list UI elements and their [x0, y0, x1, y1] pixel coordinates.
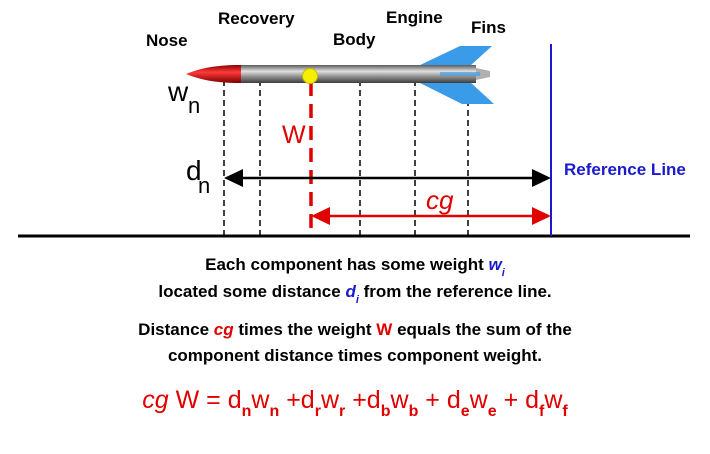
caption-distance-subscript: i [355, 294, 359, 306]
fin-upper [418, 46, 492, 66]
eq-sub-dn: n [241, 403, 252, 420]
cg-equation: cg W = dnwn +drwr +dbwb + dewe + dfwf [0, 386, 710, 421]
rocket [186, 46, 494, 104]
nozzle [476, 68, 490, 80]
eq-w-n: w [251, 386, 270, 414]
distance-arrow-dn [224, 169, 551, 187]
caption-line-3: Distance cg times the weight W equals th… [0, 320, 710, 340]
eq-plus-r: +d [286, 386, 315, 414]
equation-eq: = d [206, 386, 242, 414]
eq-w-r: w [320, 386, 340, 414]
caption-cg-symbol: cg [213, 320, 234, 339]
caption-line-2-text-a: located some distance [158, 282, 341, 301]
symbol-weight-W: W [282, 121, 306, 149]
caption-line-1-text: Each component has some weight [205, 255, 484, 274]
label-reference-line: Reference Line [564, 160, 686, 179]
caption-distance-symbol: d [345, 282, 356, 301]
fin-root [440, 72, 480, 76]
distance-arrow-cg [311, 207, 551, 225]
label-recovery: Recovery [218, 9, 295, 28]
eq-sub-wr: r [339, 403, 346, 420]
symbol-w: w [167, 76, 189, 107]
eq-sub-wn: n [269, 403, 280, 420]
eq-w-b: w [390, 386, 409, 414]
eq-plus-f: + d [503, 386, 540, 414]
eq-sub-db: b [380, 403, 391, 420]
label-engine: Engine [386, 8, 443, 27]
caption-line-2-text-b: from the reference line. [363, 282, 552, 301]
symbol-w-sub: n [188, 93, 200, 118]
eq-sub-de: e [460, 403, 470, 420]
caption-line-3-text-c: equals the sum of the [397, 320, 572, 339]
symbol-d-sub: n [198, 173, 210, 198]
rocket-body [240, 65, 476, 83]
caption-weight-symbol: w [488, 255, 502, 274]
eq-w-e: w [469, 386, 488, 414]
equation-W: W [175, 386, 200, 414]
caption-line-2: located some distance di from the refere… [0, 282, 710, 306]
eq-sub-wf: f [562, 403, 568, 420]
equation-cg: cg [142, 386, 169, 414]
caption-line-3-text-b: times the weight [238, 320, 372, 339]
eq-sub-df: f [539, 403, 545, 420]
caption-line-3-text-a: Distance [138, 320, 210, 339]
caption-line-4: component distance times component weigh… [167, 346, 543, 365]
fin-lower [418, 82, 494, 104]
symbol-cg: cg [426, 185, 454, 215]
caption-line-1: Each component has some weight wi [0, 255, 710, 279]
eq-sub-dr: r [314, 403, 321, 420]
cg-point [302, 68, 318, 84]
symbol-d: d [186, 155, 202, 186]
label-body: Body [333, 30, 376, 49]
label-nose: Nose [146, 31, 188, 50]
label-fins: Fins [471, 18, 506, 37]
caption-weight-subscript: i [501, 267, 505, 279]
eq-sub-we: e [487, 403, 497, 420]
eq-plus-e: + d [425, 386, 461, 414]
eq-sub-wb: b [408, 403, 419, 420]
eq-w-f: w [544, 386, 563, 414]
nose-cone [186, 65, 241, 83]
eq-plus-b: +d [352, 386, 381, 414]
caption-W-symbol: W [376, 320, 393, 339]
